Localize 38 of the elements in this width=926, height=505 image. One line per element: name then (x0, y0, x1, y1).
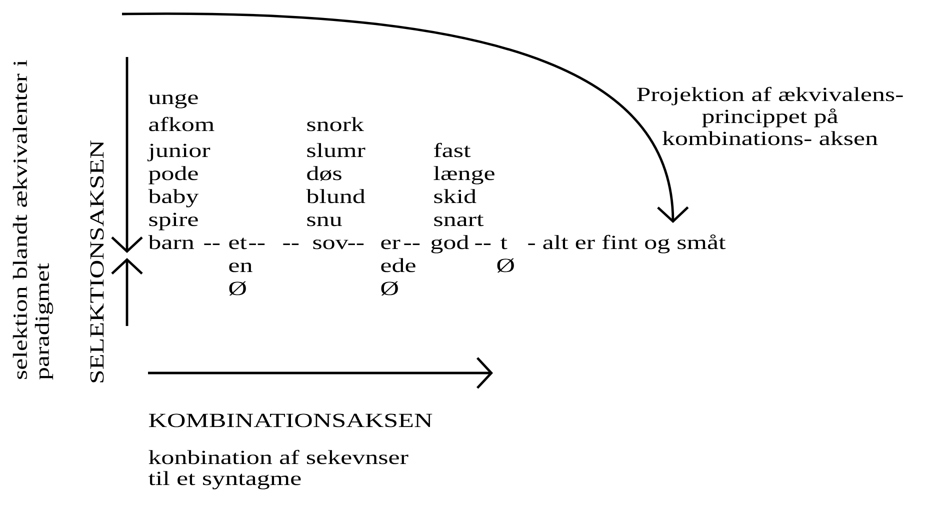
word-label: unge (148, 94, 198, 108)
word-label: Ø (381, 281, 398, 296)
sentence-text: - alt er fint og småt (528, 234, 726, 254)
word-label: pode (148, 166, 198, 184)
word-label: Ø (497, 258, 514, 273)
dash-separator: -- (404, 244, 420, 246)
word-label: er (381, 240, 400, 250)
word-label: t (500, 238, 508, 250)
word-label: døs (307, 166, 342, 181)
axis-label: SELEKTIONSAKSEN (90, 140, 104, 382)
word-label: spire (149, 212, 198, 230)
projection-caption: Projektion af ækvivalens- princippet på kombinations- aksen (637, 86, 903, 146)
dash-separator: -- (475, 244, 491, 246)
word-label: snork (307, 117, 364, 132)
word-label: længe (434, 166, 494, 184)
word-label: barn (148, 235, 194, 250)
word-label: snu (307, 216, 342, 226)
selection-caption: selektion blandt ækvivalenter i paradigmet (12, 60, 54, 380)
word-label: baby (148, 189, 199, 208)
word-label: et (229, 238, 247, 250)
word-label: snart (434, 214, 484, 226)
word-label: ede (381, 258, 416, 272)
word-label: junior (147, 144, 210, 162)
description-text: konbination af sekevnser til et syntagme (148, 450, 408, 490)
dash-separator: -- (283, 244, 299, 246)
dash-separator: -- (348, 244, 364, 246)
word-label: en (229, 262, 252, 272)
word-label: fast (434, 142, 471, 158)
word-label: sov (313, 240, 348, 250)
dash-separator: -- (204, 244, 220, 246)
word-label: god (431, 235, 469, 254)
word-label: Ø (229, 281, 246, 296)
word-label: slumr (307, 143, 366, 158)
word-label: afkom (149, 116, 214, 132)
word-label: blund (306, 189, 366, 204)
word-label: KOMBINATIONSAKSEN (148, 414, 432, 428)
dash-separator: -- (249, 244, 265, 246)
word-label: skid (434, 189, 476, 204)
